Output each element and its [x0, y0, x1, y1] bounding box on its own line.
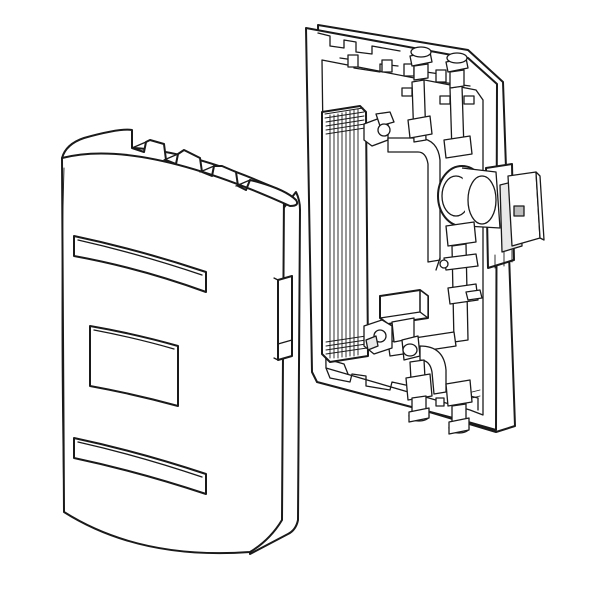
heat-exchanger — [321, 105, 369, 363]
pipework — [363, 46, 501, 435]
front-cover — [61, 128, 301, 555]
